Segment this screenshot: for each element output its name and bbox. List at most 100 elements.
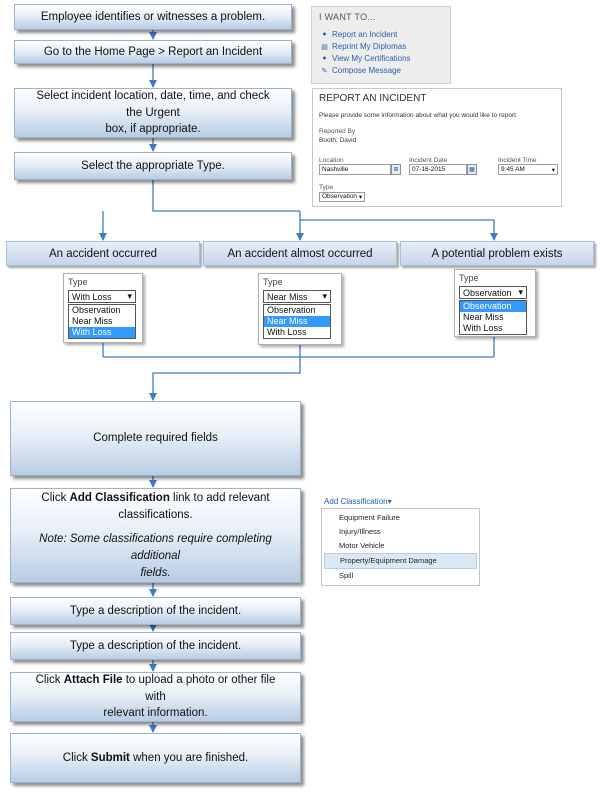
type-label: Type [459, 273, 479, 283]
step-text: Click Add Classification link to add rel… [41, 491, 270, 504]
type-label: Type [68, 277, 88, 287]
type-select-value: Observation [463, 287, 512, 298]
type-select-value: Near Miss [267, 291, 308, 302]
step-text: relevant information. [103, 707, 208, 720]
type-label: Type [319, 184, 334, 191]
step-go-to-home-page: Go to the Home Page > Report an Incident [14, 40, 292, 64]
location-picker-icon[interactable]: ⊞ [391, 164, 401, 175]
step-select-type: Select the appropriate Type. [14, 152, 292, 180]
type-option-highlighted[interactable]: With Loss [69, 327, 135, 338]
classification-item[interactable]: Spill [339, 571, 354, 580]
step-text: Complete required fields [93, 432, 218, 445]
report-incident-link[interactable]: ●Report an Incident [322, 30, 398, 39]
chevron-down-icon: ▾ [551, 166, 555, 174]
step-text: Type a description of the incident. [69, 604, 242, 617]
type-option[interactable]: Observation [72, 305, 121, 315]
i-want-to-panel: I WANT TO... ●Report an Incident ▤Reprin… [311, 6, 451, 84]
step-text: Click Submit when you are finished. [62, 751, 249, 764]
chevron-down-icon: ▾ [127, 291, 132, 301]
type-option[interactable]: Near Miss [72, 316, 113, 326]
type-select[interactable]: Observation ▾ [459, 286, 527, 299]
type-select[interactable]: With Loss ▾ [68, 290, 136, 303]
type-option[interactable]: With Loss [463, 323, 503, 333]
branch-connector [300, 219, 498, 241]
branch-potential-problem: A potential problem exists [400, 241, 594, 266]
step-text: box, if appropriate. [105, 123, 201, 136]
type-field: Type Observation ▾ [319, 184, 366, 202]
location-field: Location Nashville ⊞ [319, 157, 401, 175]
step-text: Click Attach File to upload a photo or o… [35, 674, 276, 703]
report-incident-panel: REPORT AN INCIDENT Please provide some i… [312, 88, 562, 207]
chevron-down-icon: ▾ [387, 497, 392, 506]
step-text: Type a description of the incident. [69, 639, 242, 652]
chevron-down-icon: ▾ [518, 287, 523, 297]
attach-file-text: Attach File [63, 674, 123, 686]
classification-item[interactable]: Motor Vehicle [339, 541, 385, 550]
step-add-classification: Click Add Classification link to add rel… [10, 488, 301, 583]
compose-message-link[interactable]: ✎Compose Message [321, 66, 401, 75]
branch-accident-almost-occurred: An accident almost occurred [203, 241, 397, 266]
type-options: Observation Near Miss With Loss [68, 304, 136, 339]
step-text: Select incident location, date, time, an… [36, 90, 270, 119]
classification-item-hovered[interactable]: Property/Equipment Damage [324, 553, 477, 569]
type-option-highlighted[interactable]: Observation [460, 301, 526, 312]
type-label: Type [263, 277, 283, 287]
step-text: Employee identifies or witnesses a probl… [40, 10, 266, 23]
type-options: Observation Near Miss With Loss [263, 304, 331, 339]
classification-list: Equipment Failure Injury/Illness Motor V… [321, 508, 480, 586]
reported-by-value: Booth, David [319, 137, 357, 144]
submit-text: Submit [90, 751, 130, 764]
type-option[interactable]: With Loss [267, 327, 307, 337]
branch-label: An accident almost occurred [227, 247, 373, 260]
type-option[interactable]: Observation [267, 305, 316, 315]
classification-item[interactable]: Injury/Illness [339, 527, 381, 536]
incident-time-select[interactable]: 9:45 AM▾ [498, 164, 558, 175]
add-classification-link-text: Add Classification [69, 491, 170, 504]
add-classification-menu: Add Classification▾ Equipment Failure In… [321, 496, 480, 586]
reprint-diplomas-link[interactable]: ▤Reprint My Diplomas [321, 42, 407, 51]
type-select[interactable]: Observation ▾ [319, 191, 366, 202]
step-text: Go to the Home Page > Report an Incident [43, 45, 263, 58]
speech-bubble-icon: ● [322, 31, 327, 38]
type-select[interactable]: Near Miss ▾ [263, 290, 331, 303]
form-instructions: Please provide some information about wh… [319, 112, 518, 119]
step-select-location: Select incident location, date, time, an… [14, 88, 292, 138]
type-option-highlighted[interactable]: Near Miss [264, 316, 330, 327]
chevron-down-icon: ▾ [322, 291, 327, 301]
add-classification-link[interactable]: Add Classification▾ [324, 497, 392, 506]
step-note: fields. [140, 566, 171, 579]
pencil-icon: ✎ [321, 67, 328, 75]
step-submit: Click Submit when you are finished. [10, 733, 301, 783]
branch-connector [152, 180, 300, 212]
circle-icon: ● [322, 55, 327, 62]
step-text: Select the appropriate Type. [81, 159, 225, 172]
step-identify-problem: Employee identifies or witnesses a probl… [14, 4, 292, 30]
branch-label: A potential problem exists [431, 247, 563, 260]
panel-title: REPORT AN INCIDENT [319, 93, 427, 104]
type-dropdown-observation: Type Observation ▾ Observation Near Miss… [454, 269, 536, 337]
panel-title: I WANT TO... [319, 12, 376, 22]
branch-label: An accident occurred [48, 247, 158, 260]
type-option[interactable]: Near Miss [463, 312, 504, 322]
chevron-down-icon: ▾ [358, 193, 363, 201]
calendar-icon[interactable]: ▦ [467, 164, 477, 175]
location-input[interactable]: Nashville [319, 164, 391, 175]
type-dropdown-with-loss: Type With Loss ▾ Observation Near Miss W… [63, 273, 143, 343]
merge-connector [149, 357, 301, 401]
step-type-description-2: Type a description of the incident. [10, 632, 301, 660]
step-complete-fields: Complete required fields [10, 401, 301, 476]
step-type-description: Type a description of the incident. [10, 597, 301, 625]
step-text: classifications. [118, 508, 193, 521]
type-select-value: With Loss [72, 291, 112, 302]
classification-item[interactable]: Equipment Failure [339, 513, 400, 522]
step-note: Note: Some classifications require compl… [39, 533, 272, 562]
incident-time-field: Incident Time 9:45 AM▾ [498, 157, 558, 175]
incident-date-input[interactable]: 07-16-2015 [409, 164, 467, 175]
type-dropdown-near-miss: Type Near Miss ▾ Observation Near Miss W… [258, 273, 342, 345]
printer-icon: ▤ [321, 43, 328, 51]
step-attach-file: Click Attach File to upload a photo or o… [10, 672, 301, 722]
view-certifications-link[interactable]: ●View My Certifications [322, 54, 411, 63]
time-label: Incident Time [498, 157, 537, 164]
date-label: Incident Date [409, 157, 448, 164]
type-options: Observation Near Miss With Loss [459, 300, 527, 335]
